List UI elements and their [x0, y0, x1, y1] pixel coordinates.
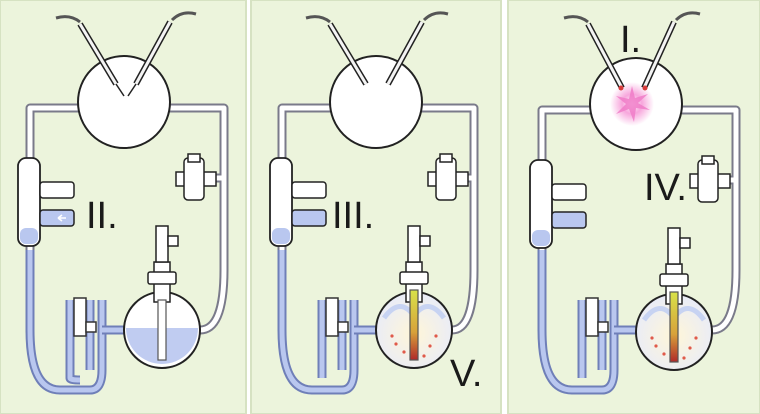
apparatus-panel-3	[529, 11, 741, 395]
boiling-flask	[123, 225, 201, 369]
label-v: V.	[450, 353, 482, 395]
apparatus-panel-1	[17, 11, 229, 395]
spark-icon	[616, 86, 650, 122]
spark-chamber	[77, 55, 171, 149]
electrode-left	[55, 15, 125, 97]
apparatus-panel-2	[269, 11, 479, 395]
label-iii: III.	[332, 195, 374, 237]
condenser	[17, 157, 75, 247]
glass-tubing	[25, 103, 229, 339]
electrode-right	[127, 11, 197, 97]
label-ii: II.	[86, 195, 118, 237]
sampling-stopcock	[73, 297, 87, 337]
label-iv: IV.	[644, 167, 687, 209]
gas-inlet-stopcock	[175, 153, 217, 201]
label-i: I.	[620, 19, 641, 61]
